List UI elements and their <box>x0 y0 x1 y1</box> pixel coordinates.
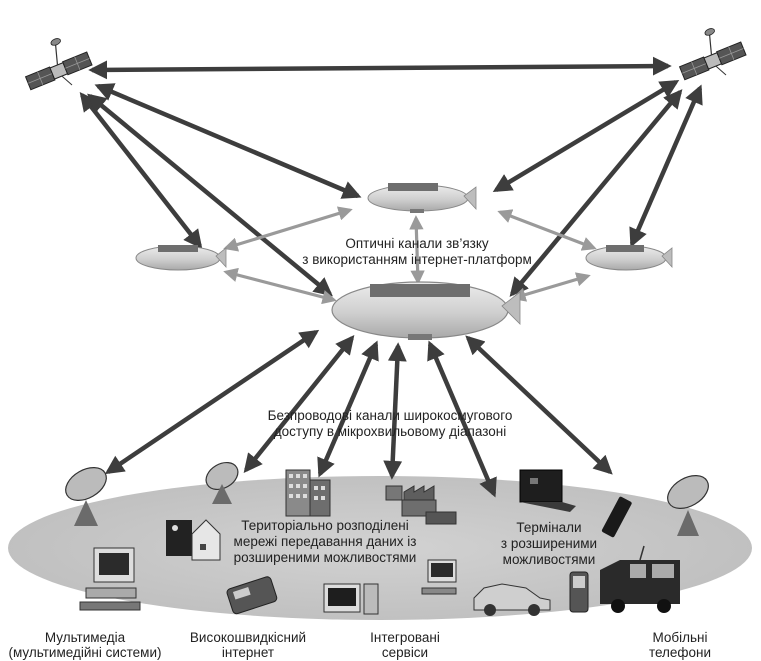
van-icon <box>600 545 680 613</box>
territorial-networks-line-3: розширеними можливостями <box>233 550 417 565</box>
house-icon <box>166 519 221 561</box>
wireless-channels-line-1: Безпроводові канали широкосмугового <box>267 408 513 423</box>
arrow-sat-right-airship-center <box>509 89 683 297</box>
arrow-sat-right-airship-top <box>492 80 680 192</box>
optical-channels-label: Оптичні канали зв’язку з використанням і… <box>262 236 572 268</box>
car-icon <box>473 583 551 616</box>
airship-icon <box>585 245 673 271</box>
arrow-ground-6 <box>465 335 613 475</box>
arrow-ground-4 <box>383 342 407 480</box>
computer-icon <box>79 547 141 611</box>
terminals-line-3: можливостями <box>502 552 596 567</box>
wireless-channels-label: Безпроводові канали широкосмугового дост… <box>230 408 550 440</box>
airship-icon <box>367 183 477 213</box>
airship-icon <box>331 281 521 340</box>
arrow-ground-3 <box>317 340 379 478</box>
arrow-sat-sat <box>88 56 672 80</box>
terminals-line-1: Термінали <box>516 520 582 535</box>
internet-line-2: інтернет <box>221 645 275 660</box>
phones-line-1: Мобільні <box>652 630 708 645</box>
arrow-airship-right-center <box>511 272 591 302</box>
arrow-airship-top-right <box>497 209 597 251</box>
optical-links <box>223 206 597 305</box>
satellite-icon <box>24 38 93 91</box>
terminals-line-2: з розширеними <box>500 536 598 551</box>
services-line-2: сервіси <box>381 645 429 660</box>
optical-channels-line-1: Оптичні канали зв’язку <box>345 236 489 251</box>
internet-line-1: Високошвидкісний <box>189 630 307 645</box>
services-line-1: Інтегровані <box>370 630 440 645</box>
multimedia-line-2: (мультимедійні системи) <box>8 645 162 660</box>
building-icon <box>285 469 331 517</box>
dish-antenna-icon <box>667 475 709 536</box>
arrow-ground-2 <box>243 335 355 473</box>
airship-icon <box>135 245 227 271</box>
territorial-networks-label: Територіально розподілені мережі передав… <box>210 518 440 566</box>
handheld-device-icon <box>569 571 589 613</box>
phones-line-2: телефони <box>648 645 712 660</box>
wireless-channels-line-2: доступу в мікрохвильовому діапазоні <box>273 424 507 439</box>
arrow-airship-top-center <box>409 215 425 285</box>
phone-handset-icon <box>226 576 278 615</box>
multimedia-label: Мультимедіа (мультимедійні системи) <box>0 630 170 660</box>
territorial-networks-line-2: мережі передавання даних із <box>233 534 417 549</box>
factory-icon <box>385 485 457 525</box>
dish-antenna-icon <box>65 467 107 526</box>
arrow-ground-1 <box>104 329 320 475</box>
ground-zone <box>8 476 752 620</box>
dish-antenna-icon <box>205 461 239 504</box>
optical-channels-line-2: з використанням інтернет-платформ <box>302 252 532 267</box>
phones-label: Мобільні телефони <box>620 630 740 660</box>
computer-icon <box>323 583 379 615</box>
wireless-links <box>104 329 613 498</box>
arrow-airship-left-center <box>223 267 337 305</box>
arrow-sat-left-airship-top <box>94 83 362 199</box>
satellite-icon <box>678 28 747 81</box>
multimedia-line-1: Мультимедіа <box>44 630 126 645</box>
arrow-sat-left-airship-center <box>87 93 333 297</box>
terminals-label: Термінали з розширеними можливостями <box>484 520 614 568</box>
services-label: Інтегровані сервіси <box>340 630 470 660</box>
mobile-phone-icon <box>601 496 632 538</box>
laptop-icon <box>519 469 576 512</box>
internet-label: Високошвидкісний інтернет <box>178 630 318 660</box>
territorial-networks-line-1: Територіально розподілені <box>241 518 409 533</box>
arrow-airship-left-top <box>223 206 353 252</box>
computer-icon <box>421 559 457 595</box>
satellite-links <box>79 56 703 297</box>
